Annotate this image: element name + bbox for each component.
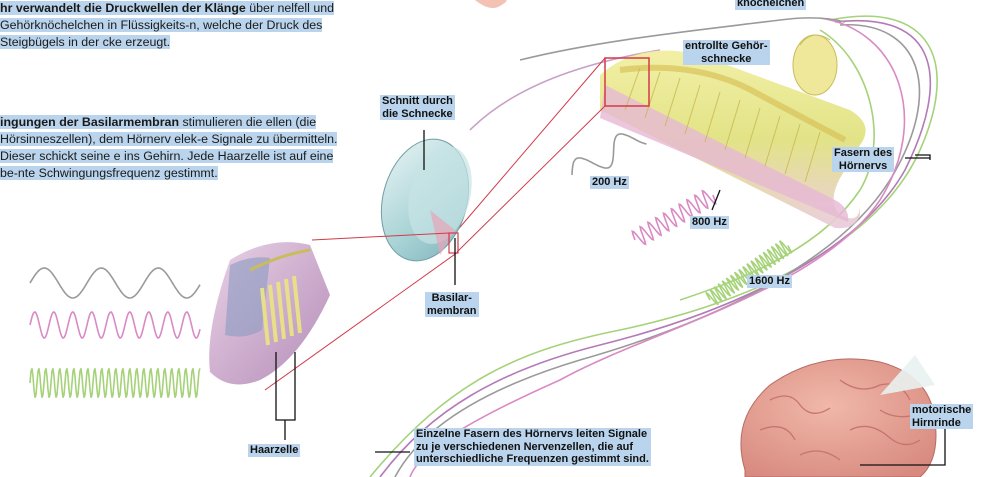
label-1600hz: 1600 Hz: [747, 275, 792, 288]
label-motor-cortex: motorische Hirnrinde: [910, 404, 973, 429]
intro-paragraph-2: ingungen der Basilarmembran stimulieren …: [0, 114, 345, 182]
intro-paragraph-1: hr verwandelt die Druckwellen der Klänge…: [0, 0, 345, 51]
paragraph-1-lead: hr verwandelt die Druckwellen der Klänge: [0, 1, 246, 15]
brain: [741, 355, 936, 477]
hair-cell-detail: [209, 242, 330, 384]
sample-waves: [30, 268, 200, 398]
label-basilar-membrane: Basilar- membran: [425, 292, 479, 317]
wave-high: [30, 368, 200, 397]
paragraph-2-lead: ingungen der Basilarmembran: [0, 115, 179, 129]
label-knoechelchen: knöchelchen: [735, 0, 806, 10]
ossicle-fragment: [475, 0, 507, 8]
wave-low: [30, 268, 200, 298]
cochlea-section-disk: [368, 129, 482, 271]
label-200hz: 200 Hz: [590, 176, 629, 189]
wave-200hz: [572, 134, 647, 175]
label-hair-cell: Haarzelle: [248, 444, 300, 457]
label-800hz: 800 Hz: [690, 216, 729, 229]
label-section-cochlea: Schnitt durch die Schnecke: [380, 95, 455, 120]
label-nerve-fibers: Fasern des Hörnervs: [832, 147, 894, 172]
wave-mid: [30, 312, 200, 338]
label-uncoiled-cochlea: entrollte Gehör- schnecke: [683, 40, 770, 65]
label-individual-fibers: Einzelne Fasern des Hörnervs leiten Sign…: [414, 428, 651, 466]
